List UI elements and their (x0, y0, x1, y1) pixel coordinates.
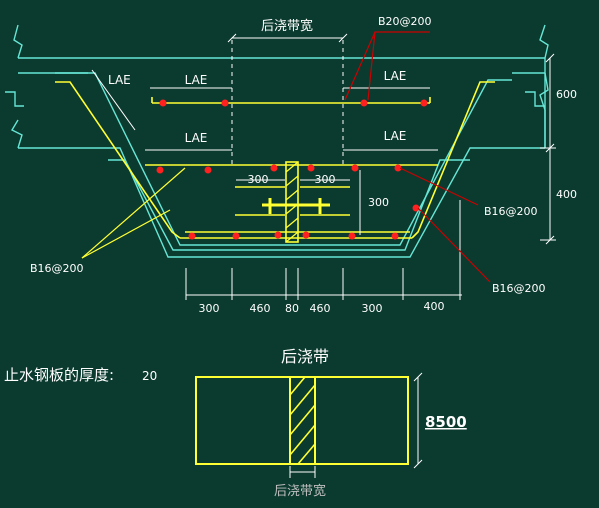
break-mark-left-bottom (11, 119, 23, 149)
break-right-mid (525, 91, 545, 107)
dim-300-left-stub: 300 (248, 173, 269, 186)
plan-strip-hatch (289, 376, 316, 465)
plan-dim-label: 8500 (425, 413, 467, 431)
plan-title: 后浇带 (281, 347, 329, 366)
bottom-dim-0: 300 (199, 302, 220, 315)
plan-view: 后浇带 8500 后浇带宽 (195, 347, 467, 499)
concrete-outline (5, 24, 549, 258)
dim-400-right-label: 400 (556, 188, 577, 201)
top-strip-width-label: 后浇带宽 (261, 18, 313, 34)
pit-outer-left (18, 147, 545, 258)
break-left-mid (5, 91, 24, 107)
b16-right-label-a: B16@200 (484, 205, 538, 218)
dim-600-label: 600 (556, 88, 577, 101)
dim-300-right-stub: 300 (315, 173, 336, 186)
thickness-value: 20 (142, 369, 157, 383)
bottom-dim-1: 460 (250, 302, 271, 315)
rebar-lines (55, 81, 495, 239)
slant-bar-left (55, 81, 181, 239)
dim-300-vertical: 300 (368, 196, 389, 209)
lae-top-left-label: LAE (185, 73, 208, 87)
slant-bar-right (411, 81, 495, 239)
pit-inner (55, 72, 512, 246)
lae-mid-right-label: LAE (384, 129, 407, 143)
bottom-dim-3: 460 (310, 302, 331, 315)
waterstop-plate (285, 161, 299, 243)
lae-top-right-label: LAE (384, 69, 407, 83)
plan-strip (289, 376, 316, 465)
dimensions (91, 33, 556, 300)
b16-left-label: B16@200 (30, 262, 84, 275)
b20-label: B20@200 (378, 15, 432, 28)
break-mark-right (539, 24, 549, 59)
leaders (81, 31, 491, 283)
bottom-strip-width-label: 后浇带宽 (274, 483, 326, 499)
break-mark-left-top (13, 24, 23, 59)
bottom-dim-5: 400 (424, 300, 445, 313)
lae-slant-label: LAE (108, 73, 131, 87)
bar-dots (156, 99, 428, 240)
bottom-dim-4: 300 (362, 302, 383, 315)
break-mark-right-bottom (539, 72, 549, 148)
b16-right-label-b: B16@200 (492, 282, 546, 295)
strip-boundaries (231, 40, 344, 165)
bottom-dim-2: 80 (285, 302, 299, 315)
lae-mid-left-label: LAE (185, 131, 208, 145)
text-labels: 后浇带宽 B20@200 LAE LAE LAE LAE LAE B16@200… (4, 15, 577, 384)
thickness-label: 止水钢板的厚度: (4, 366, 114, 384)
